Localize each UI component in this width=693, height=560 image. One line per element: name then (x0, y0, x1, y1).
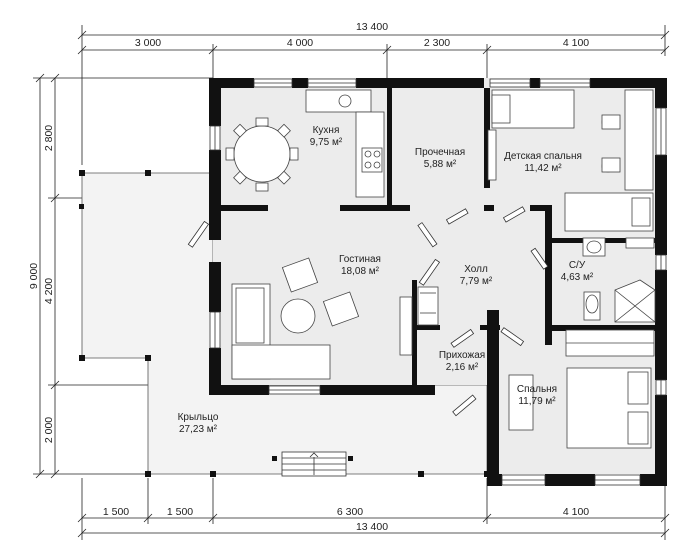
room-area-bedroom: 11,79 м² (518, 396, 556, 407)
room-labels: Кухня 9,75 м² Прочечная 5,88 м² Детская … (178, 125, 594, 435)
room-name-kitchen: Кухня (313, 125, 340, 136)
kids-bedroom-furniture (487, 89, 654, 232)
room-name-bathroom: С/У (569, 260, 586, 271)
bottom-segment-1: 1 500 (103, 506, 129, 518)
room-name-porch: Крыльцо (178, 412, 219, 423)
room-name-hall: Холл (464, 264, 488, 275)
windows (209, 78, 667, 486)
left-segment-2: 4 200 (43, 278, 55, 304)
hallway-furniture (399, 286, 655, 357)
room-area-hall: 7,79 м² (460, 276, 493, 287)
bottom-dimensions (77, 478, 670, 540)
top-segment-1: 3 000 (135, 37, 161, 49)
bottom-total-dimension: 13 400 (356, 521, 388, 533)
top-dimensions (77, 25, 670, 165)
room-area-living-room: 18,08 м² (341, 266, 380, 277)
room-area-kitchen: 9,75 м² (310, 137, 343, 148)
living-room-furniture (231, 257, 360, 380)
room-area-entry-hall: 2,16 м² (446, 362, 479, 373)
room-name-bedroom: Спальня (517, 384, 557, 395)
left-dimensions (33, 73, 213, 479)
top-segment-4: 4 100 (563, 37, 589, 49)
left-total-dimension: 9 000 (28, 263, 40, 289)
bottom-segment-3: 6 300 (337, 506, 363, 518)
room-name-entry-hall: Прихожая (439, 350, 485, 361)
top-segment-3: 2 300 (424, 37, 450, 49)
room-area-kids-bedroom: 11,42 м² (524, 163, 562, 174)
bathroom-fixtures (582, 237, 656, 323)
bottom-segment-4: 4 100 (563, 506, 589, 518)
room-area-laundry: 5,88 м² (424, 159, 457, 170)
bottom-segment-2: 1 500 (167, 506, 193, 518)
top-total-dimension: 13 400 (356, 21, 388, 33)
room-name-kids-bedroom: Детская спальня (504, 151, 582, 162)
room-area-porch: 27,23 м² (179, 424, 218, 435)
kitchen-furniture (225, 89, 385, 198)
left-segment-3: 2 000 (43, 417, 55, 443)
top-segment-2: 4 000 (287, 37, 313, 49)
bedroom-furniture (508, 367, 652, 449)
room-area-bathroom: 4,63 м² (561, 272, 594, 283)
room-name-laundry: Прочечная (415, 147, 465, 158)
doors (187, 206, 549, 417)
porch (79, 170, 490, 477)
left-segment-1: 2 800 (43, 125, 55, 151)
walls (209, 78, 667, 486)
room-name-living-room: Гостиная (339, 254, 381, 265)
entrance-steps (281, 451, 347, 477)
